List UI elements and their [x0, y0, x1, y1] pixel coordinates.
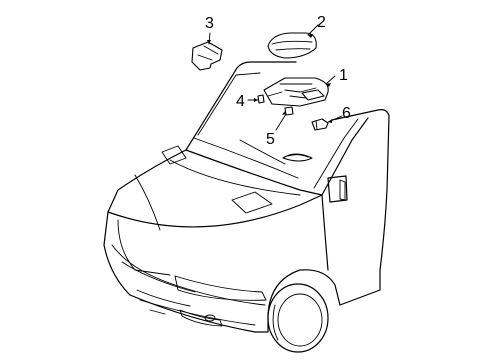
arrowhead — [328, 119, 332, 123]
part-5-connector — [284, 106, 294, 116]
part-4-clip — [257, 94, 265, 104]
part-3-module — [191, 41, 223, 71]
arrowhead — [254, 98, 258, 102]
vehicle-outline — [103, 61, 390, 333]
front-wheel — [267, 283, 329, 353]
callout-2: 2 — [317, 14, 326, 31]
callout-6: 6 — [342, 105, 351, 122]
callout-1: 1 — [339, 67, 348, 84]
leader-lines — [207, 24, 343, 131]
arrowhead — [207, 40, 211, 44]
callout-4: 4 — [236, 93, 245, 110]
part-6-sensor — [311, 118, 329, 131]
part-2-dome-lamp — [267, 32, 317, 59]
callout-5: 5 — [266, 131, 275, 148]
callout-3: 3 — [205, 15, 214, 32]
callout-labels: 1 2 3 4 5 6 — [205, 14, 351, 148]
part-1-console-assembly — [263, 77, 329, 107]
windshield-mirror — [282, 153, 313, 162]
arrowhead — [282, 111, 286, 115]
arrowhead — [308, 34, 313, 38]
arrowhead — [326, 83, 331, 87]
